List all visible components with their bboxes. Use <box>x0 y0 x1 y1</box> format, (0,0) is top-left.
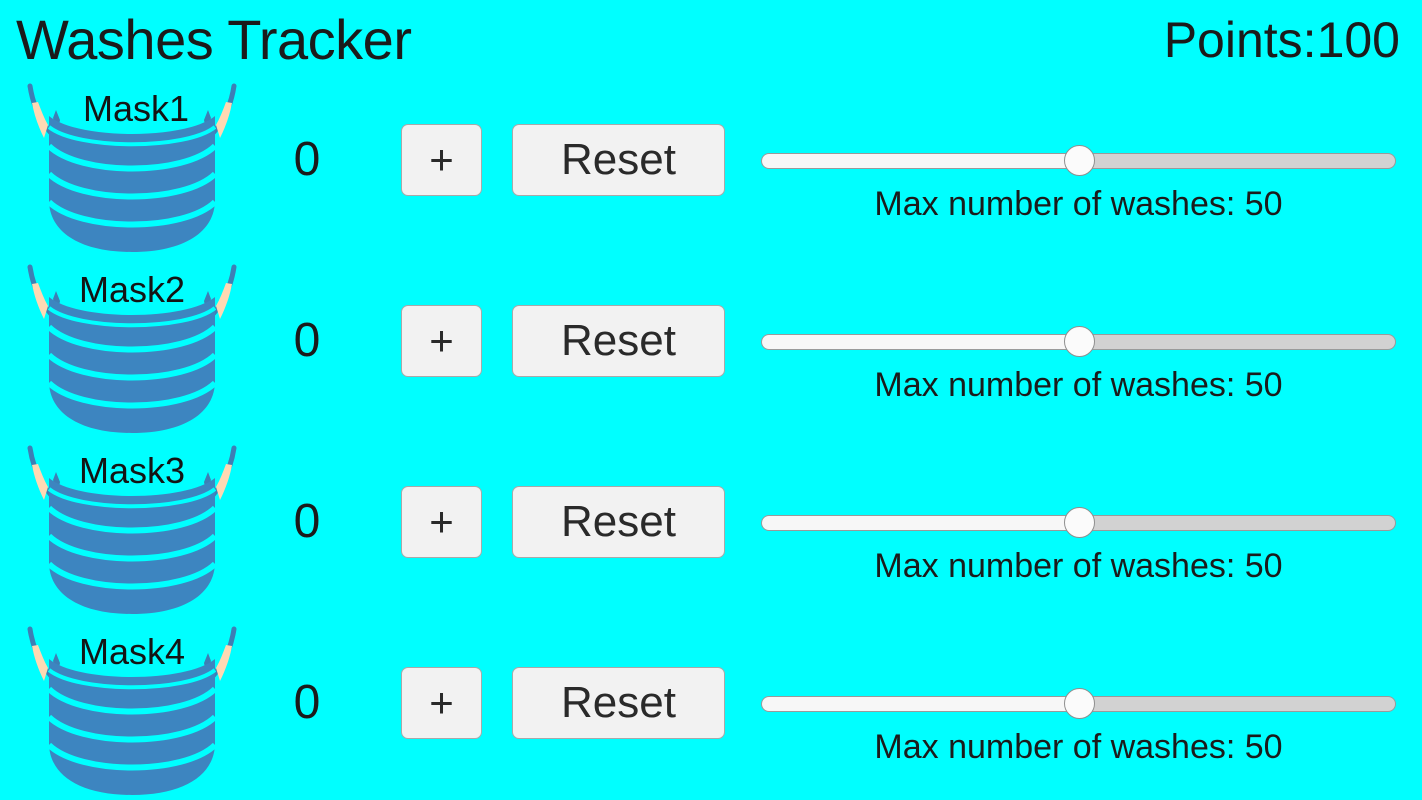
reset-button[interactable]: Reset <box>512 486 725 558</box>
slider-thumb[interactable] <box>1063 688 1095 719</box>
wash-count: 0 <box>293 495 321 548</box>
reset-button[interactable]: Reset <box>512 305 725 377</box>
max-washes-caption: Max number of washes: 50 <box>874 728 1283 766</box>
max-washes-slider[interactable] <box>761 504 1396 540</box>
slider-thumb[interactable] <box>1063 507 1095 538</box>
face-mask-icon: Mask3 <box>8 442 256 618</box>
wash-count: 0 <box>293 314 321 367</box>
slider-thumb[interactable] <box>1063 145 1095 176</box>
max-washes-slider[interactable] <box>761 323 1396 359</box>
slider-fill <box>762 516 1079 530</box>
wash-count: 0 <box>293 676 321 729</box>
reset-button[interactable]: Reset <box>512 124 725 196</box>
face-mask-graphic <box>27 264 237 433</box>
slider-fill <box>762 335 1079 349</box>
mask-row: Mask4 0 + Reset Max number of washes: 50 <box>0 623 1422 800</box>
increment-button[interactable]: + <box>401 667 482 739</box>
face-mask-graphic <box>27 445 237 614</box>
face-mask-icon: Mask1 <box>8 80 256 256</box>
page-title: Washes Tracker <box>16 8 412 71</box>
points-label: Points: <box>1163 12 1317 68</box>
max-washes-caption: Max number of washes: 50 <box>874 185 1283 223</box>
mask-row: Mask1 0 + Reset Max number of washes: 50 <box>0 80 1422 261</box>
reset-button[interactable]: Reset <box>512 667 725 739</box>
max-washes-caption: Max number of washes: 50 <box>874 366 1283 404</box>
slider-fill <box>762 154 1079 168</box>
face-mask-icon: Mask2 <box>8 261 256 437</box>
max-washes-caption: Max number of washes: 50 <box>874 547 1283 585</box>
increment-button[interactable]: + <box>401 305 482 377</box>
mask-row: Mask3 0 + Reset Max number of washes: 50 <box>0 442 1422 623</box>
face-mask-graphic <box>27 626 237 795</box>
app-header: Washes Tracker Points:100 <box>0 0 1422 80</box>
increment-button[interactable]: + <box>401 124 482 196</box>
points-display: Points:100 <box>1164 8 1400 72</box>
max-washes-slider[interactable] <box>761 142 1396 178</box>
slider-fill <box>762 697 1079 711</box>
max-washes-slider[interactable] <box>761 685 1396 721</box>
increment-button[interactable]: + <box>401 486 482 558</box>
mask-row: Mask2 0 + Reset Max number of washes: 50 <box>0 261 1422 442</box>
face-mask-icon: Mask4 <box>8 623 256 799</box>
points-value: 100 <box>1316 12 1400 68</box>
slider-thumb[interactable] <box>1063 326 1095 357</box>
wash-count: 0 <box>293 133 321 186</box>
face-mask-graphic <box>27 83 237 252</box>
